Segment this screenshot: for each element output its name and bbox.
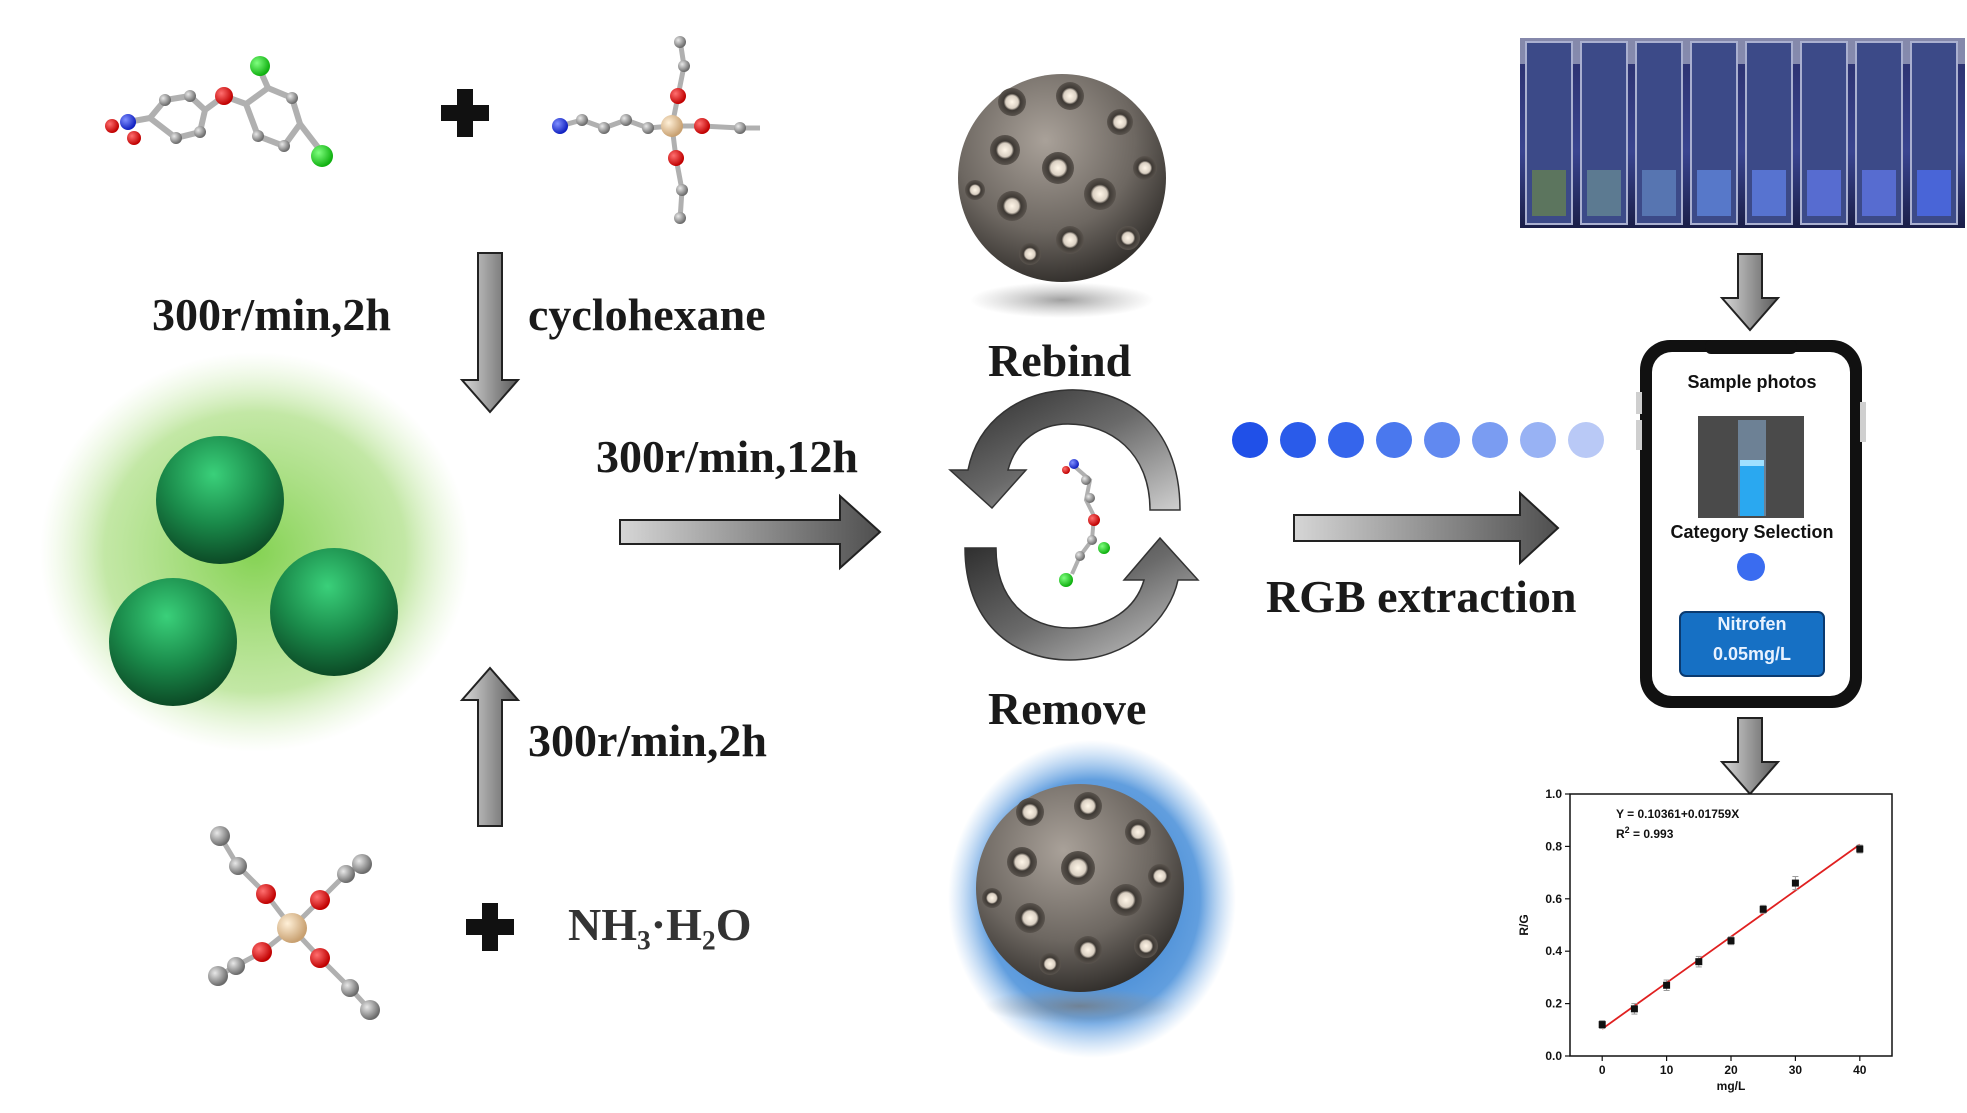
color-dot	[1568, 422, 1604, 458]
arrow-down-icon	[1719, 717, 1781, 796]
smartphone-icon	[1636, 340, 1866, 708]
x-tick-label: 0	[1599, 1063, 1606, 1077]
color-dot	[1424, 422, 1460, 458]
color-dot	[1472, 422, 1508, 458]
data-point	[1630, 1005, 1638, 1013]
arrow-down-icon	[1719, 253, 1781, 332]
step2-speed-label: 300r/min,12h	[596, 431, 858, 482]
reagent-label: NH₃·H₂O	[568, 899, 752, 950]
data-point	[1791, 879, 1799, 887]
x-tick-label: 40	[1853, 1063, 1867, 1077]
y-tick-label: 0.0	[1545, 1049, 1562, 1063]
equation-label: Y = 0.10361+0.01759X	[1616, 807, 1739, 821]
color-dots-row	[1232, 422, 1604, 458]
cuvette-liquid	[1532, 170, 1566, 216]
cuvette-liquid	[1807, 170, 1841, 216]
cuvette-liquid	[1752, 170, 1786, 216]
rgb-extraction-label: RGB extraction	[1266, 571, 1577, 622]
arrow-up-icon	[459, 666, 521, 827]
green-nanospheres-icon	[40, 352, 470, 752]
data-point	[1663, 981, 1671, 989]
color-dot	[1520, 422, 1556, 458]
step1-speed-label: 300r/min,2h	[152, 289, 391, 340]
color-dot	[1328, 422, 1364, 458]
arrow-down-icon	[459, 252, 521, 414]
y-tick-label: 0.4	[1545, 944, 1562, 958]
cuvette-liquid	[1862, 170, 1896, 216]
data-point	[1727, 937, 1735, 945]
plus-icon	[441, 89, 489, 137]
cuvette-photo	[1520, 38, 1965, 228]
sample-photos-label: Sample photos	[1687, 372, 1817, 392]
remove-label: Remove	[988, 683, 1147, 734]
y-axis-label: R/G	[1517, 914, 1531, 935]
imprinted-sphere-icon	[958, 74, 1166, 318]
result-value-label: 0.05mg/L	[1712, 644, 1792, 664]
r2-label: R2 = 0.993	[1616, 825, 1674, 841]
color-dot	[1376, 422, 1412, 458]
cycle-arrows-icon	[948, 389, 1200, 661]
data-point	[1695, 958, 1703, 966]
y-tick-label: 1.0	[1545, 787, 1562, 801]
color-dot	[1280, 422, 1316, 458]
calibration-chart: 0.0 0.2 0.4 0.6 0.8 1.0 0 10 20 30 40 mg/L R/G Y = 0.…	[1517, 787, 1893, 1093]
nitrofen-molecule-icon	[105, 56, 333, 167]
cuvette-liquid	[1917, 170, 1951, 216]
category-selection-label: Category Selection	[1670, 522, 1834, 542]
cuvette-liquid	[1697, 170, 1731, 216]
arrow-right-icon	[619, 493, 882, 571]
cuvette-liquid	[1587, 170, 1621, 216]
aptes-molecule-icon	[552, 36, 760, 224]
y-tick-label: 0.2	[1545, 997, 1562, 1011]
result-name-label: Nitrofen	[1717, 614, 1787, 634]
pores-icon	[965, 82, 1157, 265]
step1-solvent-label: cyclohexane	[528, 289, 766, 340]
data-point	[1856, 845, 1864, 853]
teos-molecule-icon	[208, 826, 380, 1020]
fluorescent-sphere-icon	[948, 740, 1236, 1058]
arrow-right-icon	[1293, 490, 1560, 566]
data-point	[1598, 1021, 1606, 1029]
x-tick-label: 20	[1724, 1063, 1738, 1077]
y-tick-label: 0.8	[1545, 839, 1562, 853]
step3-speed-label: 300r/min,2h	[528, 715, 767, 766]
x-axis-label: mg/L	[1717, 1079, 1746, 1093]
color-dot	[1232, 422, 1268, 458]
cuvette-liquid	[1642, 170, 1676, 216]
y-tick-label: 0.6	[1545, 892, 1562, 906]
rebind-label: Rebind	[988, 335, 1132, 386]
data-point	[1759, 905, 1767, 913]
x-tick-label: 30	[1789, 1063, 1803, 1077]
x-tick-label: 10	[1660, 1063, 1674, 1077]
plus-icon	[466, 903, 514, 951]
